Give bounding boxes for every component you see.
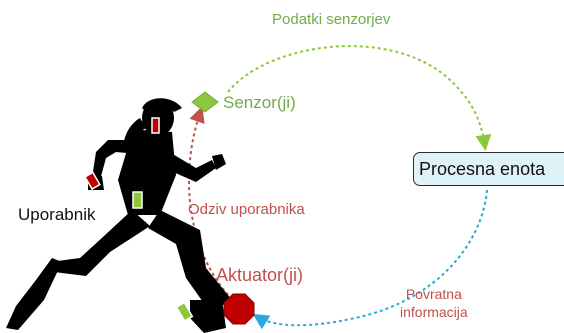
user-label: Uporabnik [18, 206, 96, 223]
actuator-octagon-icon [224, 294, 254, 324]
hip-sensor-device [133, 192, 142, 208]
sensor-diamond-icon [192, 92, 218, 112]
feedback-label: Povratna informacija [400, 286, 468, 321]
sensor-data-label: Podatki senzorjev [272, 12, 390, 27]
feedback-label-line2: informacija [400, 304, 468, 322]
actuators-label: Aktuator(ji) [216, 266, 303, 284]
user-response-label: Odziv uporabnika [188, 202, 305, 217]
processing-unit-label: Procesna enota [419, 160, 545, 178]
head-sensor-device [152, 118, 159, 133]
feedback-label-line1: Povratna [400, 286, 468, 304]
sensors-label: Senzor(ji) [223, 94, 296, 111]
shoe-sensor-device [177, 303, 193, 321]
